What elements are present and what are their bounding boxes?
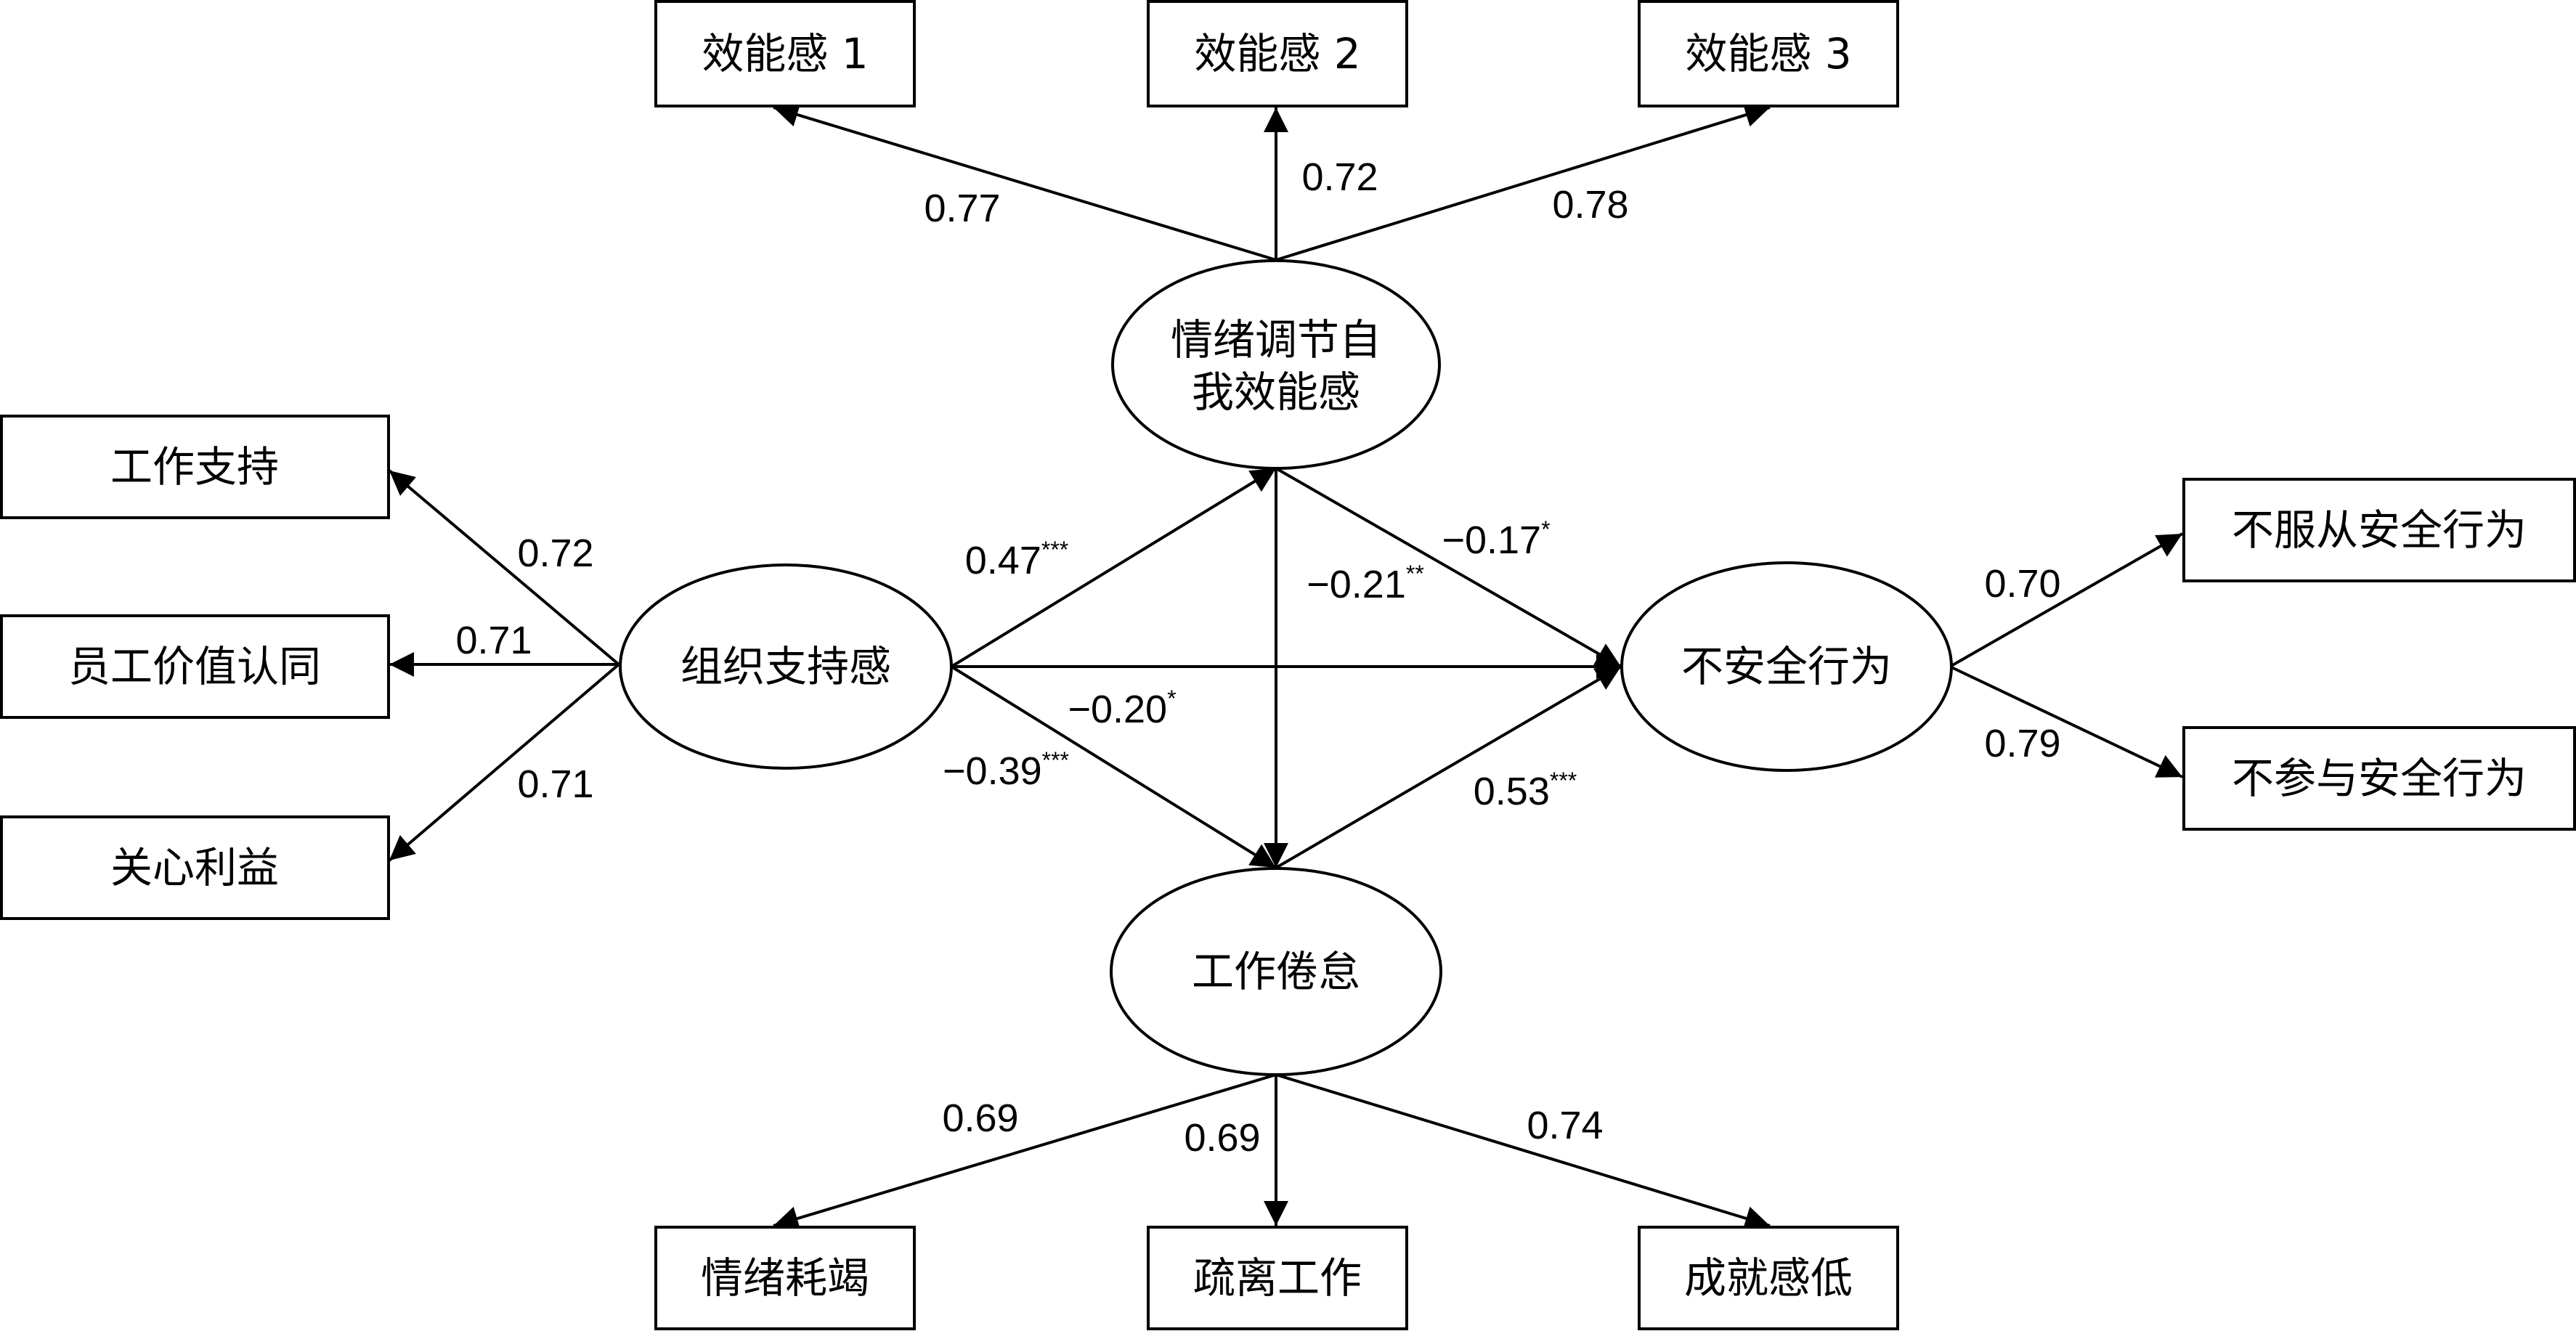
node-detachment-label: 疏离工作 bbox=[1193, 1253, 1362, 1303]
edge-bo-ex bbox=[773, 1073, 1277, 1231]
node-org-support-label: 组织支持感 bbox=[680, 642, 891, 691]
coef-os-ub: −0.20* bbox=[1068, 685, 1176, 731]
edge-bo-ub bbox=[1275, 665, 1622, 869]
coef-bo-de: 0.69 bbox=[1184, 1116, 1260, 1160]
node-org-support: 组织支持感 bbox=[619, 563, 953, 770]
coef-os-bo: −0.39*** bbox=[943, 747, 1069, 793]
node-detachment: 疏离工作 bbox=[1147, 1226, 1408, 1330]
node-exhaustion-label: 情绪耗竭 bbox=[701, 1253, 869, 1303]
edge-os-ws bbox=[388, 469, 620, 666]
node-nonparticipation: 不参与安全行为 bbox=[2182, 726, 2576, 831]
node-work-support-label: 工作支持 bbox=[110, 442, 279, 492]
node-burnout-label: 工作倦怠 bbox=[1192, 947, 1360, 996]
node-unsafe-behavior-label: 不安全行为 bbox=[1681, 642, 1892, 691]
coef-ub-nc: 0.70 bbox=[1984, 562, 2060, 606]
coef-os-cb: 0.71 bbox=[517, 762, 593, 806]
node-unsafe-behavior: 不安全行为 bbox=[1620, 561, 1953, 772]
node-care-benefit-label: 关心利益 bbox=[110, 843, 279, 892]
coef-bo-ub: 0.53*** bbox=[1474, 768, 1577, 813]
node-employee-value-label: 员工价值认同 bbox=[68, 642, 321, 691]
node-low-achievement: 成就感低 bbox=[1638, 1226, 1899, 1330]
node-employee-value: 员工价值认同 bbox=[0, 614, 390, 719]
node-emotion-efficacy: 情绪调节自 我效能感 bbox=[1111, 259, 1441, 470]
node-emotion-efficacy-label-2: 我效能感 bbox=[1192, 367, 1360, 417]
node-efficacy3: 效能感 3 bbox=[1638, 0, 1899, 107]
node-efficacy1-label: 效能感 1 bbox=[702, 29, 868, 78]
coef-ee-e1: 0.77 bbox=[924, 187, 1000, 230]
node-exhaustion: 情绪耗竭 bbox=[654, 1226, 916, 1330]
node-efficacy2: 效能感 2 bbox=[1147, 0, 1408, 107]
coef-ee-ub: −0.17* bbox=[1442, 516, 1550, 562]
coef-bo-la: 0.74 bbox=[1527, 1104, 1603, 1147]
edge-ub-np bbox=[1949, 665, 2183, 778]
node-work-support: 工作支持 bbox=[0, 415, 390, 519]
edge-bo-la bbox=[1275, 1073, 1771, 1231]
node-low-achievement-label: 成就感低 bbox=[1684, 1253, 1853, 1303]
edge-os-cb bbox=[388, 663, 620, 862]
node-efficacy3-label: 效能感 3 bbox=[1685, 29, 1851, 78]
edge-os-bo bbox=[950, 665, 1277, 869]
node-noncompliance: 不服从安全行为 bbox=[2182, 478, 2576, 582]
coef-ee-e2: 0.72 bbox=[1301, 155, 1378, 199]
edge-ub-nc bbox=[1949, 532, 2183, 668]
coef-ee-bo: −0.21** bbox=[1307, 561, 1424, 606]
coef-ub-np: 0.79 bbox=[1984, 722, 2060, 765]
node-efficacy1: 效能感 1 bbox=[654, 0, 916, 107]
node-burnout: 工作倦怠 bbox=[1110, 867, 1442, 1076]
node-care-benefit: 关心利益 bbox=[0, 815, 390, 920]
node-emotion-efficacy-label-1: 情绪调节自 bbox=[1171, 315, 1381, 365]
node-noncompliance-label: 不服从安全行为 bbox=[2232, 505, 2527, 555]
coef-os-ee: 0.47*** bbox=[965, 537, 1068, 582]
coef-bo-ex: 0.69 bbox=[942, 1096, 1018, 1140]
node-efficacy2-label: 效能感 2 bbox=[1194, 29, 1360, 78]
coef-os-ws: 0.72 bbox=[517, 532, 593, 575]
edge-ee-e3 bbox=[1275, 102, 1771, 261]
coef-ee-e3: 0.78 bbox=[1552, 183, 1628, 227]
edge-os-ee bbox=[950, 467, 1277, 668]
coef-os-ev: 0.71 bbox=[455, 619, 532, 662]
edge-ee-ub bbox=[1275, 467, 1622, 668]
node-nonparticipation-label: 不参与安全行为 bbox=[2232, 754, 2527, 803]
edge-ee-e1 bbox=[773, 102, 1277, 261]
